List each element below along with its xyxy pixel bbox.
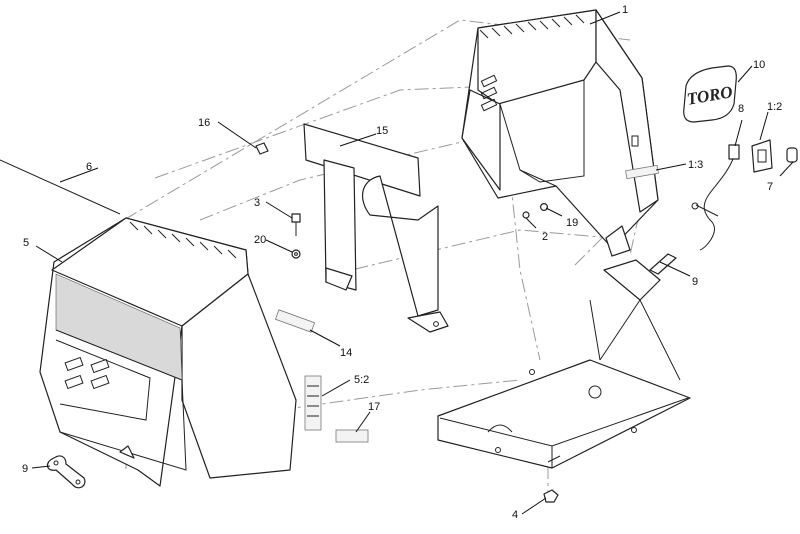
callout-1: 1: [622, 4, 628, 16]
callout-19: 19: [566, 217, 578, 229]
switch-assembly: [691, 139, 798, 251]
callout-3: 3: [254, 197, 260, 209]
callout-6: 6: [86, 161, 92, 173]
callout-2: 2: [542, 231, 548, 243]
shroud-rear-foot: [605, 225, 631, 257]
callout-5-2: 5:2: [354, 374, 369, 386]
bolt-3-head: [291, 213, 301, 223]
hardware: [0, 142, 677, 503]
shroud-front-top-tabs: [129, 221, 237, 259]
switch-body: [728, 144, 740, 160]
screw-2: [522, 211, 530, 219]
decal-14: [274, 309, 316, 333]
nut-4: [543, 489, 559, 503]
callout-16: 16: [198, 117, 210, 129]
link-9-lower: [46, 455, 86, 489]
rod-6: [0, 159, 121, 215]
callout-20: 20: [254, 234, 266, 246]
callout-leaders: [31, 11, 794, 515]
link-9-upper: [649, 253, 677, 275]
callout-7: 7: [767, 181, 773, 193]
callout-5: 5: [23, 237, 29, 249]
support-bracket: [303, 123, 449, 333]
callout-4: 4: [512, 509, 518, 521]
nut-16: [255, 142, 269, 155]
callout-1-3: 1:3: [688, 159, 703, 171]
switch-bezel: [751, 139, 773, 173]
callout-labels: 1 10 1:2 8 1:3 7 16 15 6 3 2 19 5 20 9 1…: [22, 4, 782, 521]
toro-decal: TORO: [683, 65, 737, 123]
callout-8: 8: [738, 103, 744, 115]
shroud-front: [39, 217, 369, 487]
decal-5-2: [304, 375, 322, 431]
frame-base: [437, 259, 691, 469]
switch-slot: [631, 135, 639, 147]
clip: [119, 445, 135, 459]
washer-20: [291, 249, 301, 259]
decal-17: [335, 429, 369, 443]
callout-9-upper: 9: [692, 276, 698, 288]
switch-rocker: [786, 147, 798, 163]
washer-19: [539, 203, 548, 212]
shroud-rear-top-tabs: [479, 14, 585, 39]
callout-10: 10: [753, 59, 765, 71]
callout-15: 15: [376, 125, 388, 137]
callout-17: 17: [368, 401, 380, 413]
callout-9-lower: 9: [22, 463, 28, 475]
callout-1-2: 1:2: [767, 101, 782, 113]
connector-end: [691, 202, 699, 210]
shroud-rear: [461, 9, 659, 257]
callout-14: 14: [340, 347, 352, 359]
